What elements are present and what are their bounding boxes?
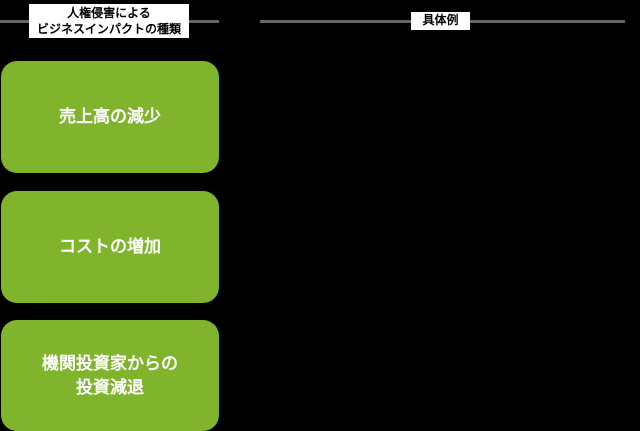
- impact-box-sales-decrease: 売上高の減少: [1, 61, 219, 173]
- impact-types-header: 人権侵害による ビジネスインパクトの種類: [29, 4, 189, 38]
- impact-box-investment-decline: 機関投資家からの 投資減退: [1, 320, 219, 431]
- impact-box-cost-increase: コストの増加: [1, 191, 219, 303]
- examples-header: 具体例: [411, 12, 470, 30]
